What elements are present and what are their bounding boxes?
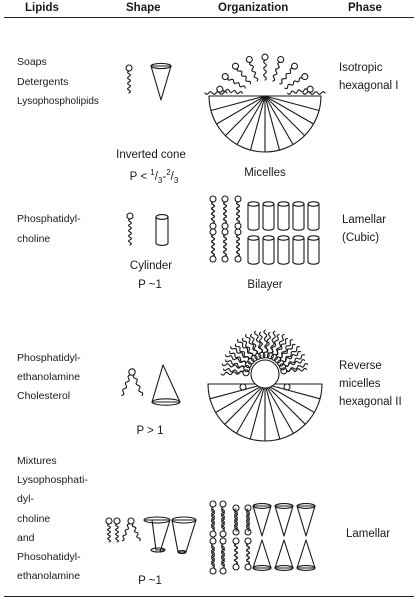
row3-cone-icon — [151, 364, 181, 406]
row4-lipid-3: dyl- — [17, 493, 34, 505]
row1-packing: P < 1/3-2/3 — [129, 168, 179, 186]
row2-phase-2: (Cubic) — [342, 232, 380, 244]
row2-packing: P ~1 — [138, 279, 162, 291]
row3-lipid-3: Cholesterol — [17, 390, 71, 402]
row4-mixed-bilayer-icon — [209, 500, 316, 575]
row4-lipid-6: Phosohatidyl- — [17, 551, 81, 563]
header-shape: Shape — [126, 2, 161, 14]
bottom-rule — [4, 596, 414, 597]
row2-organization-label: Bilayer — [247, 279, 283, 291]
row3-phase-3: hexagonal II — [339, 396, 402, 408]
row4-packing: P ~1 — [138, 575, 162, 587]
row1-lipid-1: Soaps — [17, 56, 47, 68]
row1-phase-1: Isotropic — [339, 62, 383, 74]
row4-lipid-5: and — [17, 532, 35, 544]
row3-lipid-2: ethanolamine — [17, 371, 81, 383]
row4-phase-1: Lamellar — [346, 528, 391, 540]
row4-lipid-2: Lysophosphati- — [17, 474, 88, 486]
row1-lipid-3: Lysophospholipids — [17, 96, 99, 107]
row2-cylinder-icon — [155, 214, 169, 246]
row1-lipid-2: Detergents — [17, 76, 69, 88]
header-rule — [4, 17, 414, 18]
row4-lipid-7: ethanolamine — [17, 570, 81, 582]
row2-shape-label: Cylinder — [129, 260, 173, 272]
row4-lipid-4: choline — [17, 513, 51, 525]
header-lipids: Lipids — [25, 2, 59, 14]
row3-lipid-1: Phosphatidyl- — [17, 352, 81, 364]
header-organization: Organization — [218, 2, 289, 14]
row1-micelle-icon — [204, 53, 326, 153]
row3-phase-2: micelles — [339, 378, 381, 390]
row4-lipid-molecules-icon — [105, 517, 141, 543]
row1-lipid-molecule-icon — [125, 64, 133, 94]
row2-lipid-1: Phosphatidyl- — [17, 213, 81, 225]
row2-phase-1: Lamellar — [342, 214, 387, 226]
row1-shape-label: Inverted cone — [116, 149, 186, 161]
row3-packing: P > 1 — [136, 425, 164, 437]
row3-reverse-micelle-icon — [207, 329, 323, 442]
row3-lipid-molecule-icon — [121, 368, 144, 397]
row3-phase-1: Reverse — [339, 360, 382, 372]
row4-lipid-1: Mixtures — [17, 455, 57, 467]
row1-phase-2: hexagonal I — [339, 80, 399, 92]
header-phase: Phase — [348, 2, 382, 14]
row2-bilayer-icon — [209, 195, 320, 265]
row1-inverted-cone-icon — [150, 62, 172, 101]
row2-lipid-molecule-icon — [126, 212, 134, 246]
row2-lipid-2: choline — [17, 233, 51, 245]
row1-organization-label: Micelles — [244, 167, 286, 179]
row4-mixed-shapes-icon — [143, 516, 197, 555]
